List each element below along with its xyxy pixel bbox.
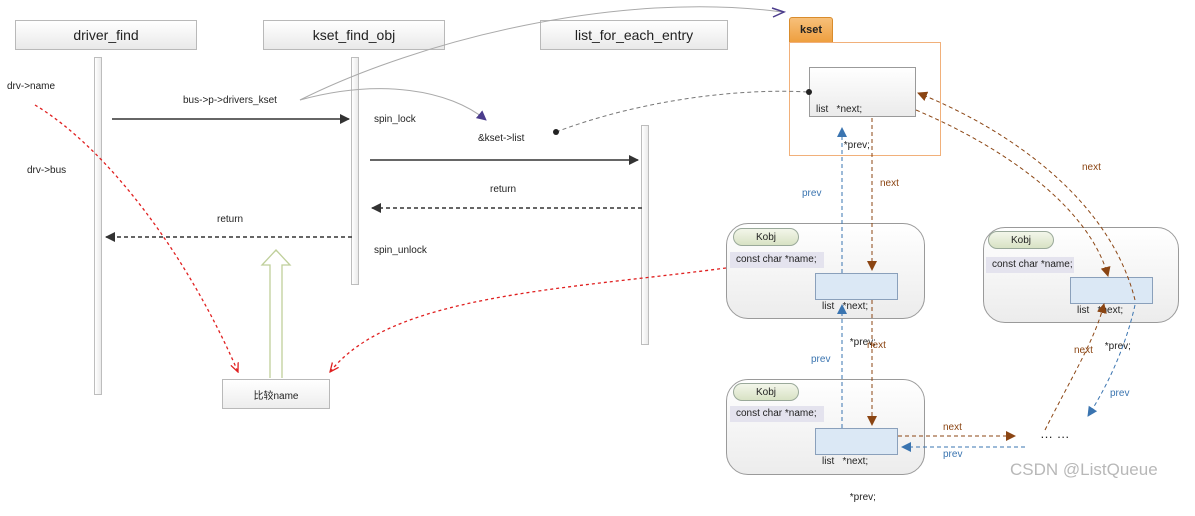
curve-bus-drivers-kset-to-kset-list	[299, 88, 487, 121]
kobj-name-field-1: const char *name;	[730, 252, 824, 268]
label-return-1: return	[490, 184, 517, 195]
kset-list-prev: *prev;	[816, 140, 870, 151]
kobj-tag-2: Kobj	[988, 231, 1054, 249]
kset-list-dot	[553, 129, 559, 135]
label-return-2: return	[217, 214, 244, 225]
label-bus-drivers-kset: bus->p->drivers_kset	[183, 95, 277, 106]
lifeline-bar-kset-find-obj	[351, 57, 359, 285]
kobj-tag-3: Kobj	[733, 383, 799, 401]
kset-list-next: list *next;	[816, 104, 863, 115]
lifeline-header-driver-find: driver_find	[15, 20, 197, 50]
next-arrow-more-to-kobj2	[1044, 303, 1107, 431]
label-drv-bus: drv->bus	[27, 165, 67, 176]
curve-kset-list-to-list-box	[555, 90, 809, 133]
label-spin-lock: spin_lock	[374, 114, 416, 125]
label-spin-unlock: spin_unlock	[374, 245, 427, 256]
prev-arrow-kobj2-to-more	[1087, 304, 1136, 417]
more-nodes-ellipsis: … …	[1040, 426, 1070, 441]
kobj-list-next-1: list *next;	[822, 301, 869, 312]
curve-bus-drivers-kset-to-kset	[299, 6, 783, 101]
lifeline-bar-list-for-each-entry	[641, 125, 649, 345]
next-arrow-kset-to-kobj2	[915, 109, 1111, 277]
lifeline-header-kset-find-obj: kset_find_obj	[263, 20, 445, 50]
kobj-tag-1: Kobj	[733, 228, 799, 246]
arrow-kobj-name-to-compare	[330, 267, 727, 372]
kset-list-box: list *next; *prev;	[809, 67, 916, 151]
kobj-list-box-2: list *next; *prev;	[1070, 277, 1153, 352]
kobj-list-prev-3: *prev;	[822, 492, 876, 503]
hollow-arrow-compare-to-return	[260, 249, 292, 378]
link-label-next-3: next	[943, 422, 962, 433]
kobj-name-field-2: const char *name;	[986, 257, 1074, 273]
kobj-list-next-3: list *next;	[822, 456, 869, 467]
link-label-prev-4: prev	[1110, 388, 1130, 399]
kobj-list-next-2: list *next;	[1077, 305, 1124, 316]
lifeline-header-list-for-each-entry: list_for_each_entry	[540, 20, 728, 50]
connector-layer	[34, 6, 1136, 452]
prev-arrow-more-to-kset	[917, 91, 1136, 301]
label-drv-name: drv->name	[7, 81, 56, 92]
lifeline-bar-driver-find	[94, 57, 102, 395]
kset-list-box-dot	[806, 89, 812, 95]
link-label-next-4: next	[1082, 162, 1101, 173]
link-label-next-2: next	[867, 340, 886, 351]
kobj-name-field-3: const char *name;	[730, 406, 824, 422]
kobj-list-prev-1: *prev;	[822, 337, 876, 348]
link-label-next-1: next	[880, 178, 899, 189]
watermark: CSDN @ListQueue	[1010, 460, 1158, 479]
compare-name-box: 比较name	[222, 379, 330, 409]
kobj-list-prev-2: *prev;	[1077, 341, 1131, 352]
kobj-list-box-1: list *next; *prev;	[815, 273, 898, 348]
link-label-next-5: next	[1074, 345, 1093, 356]
label-kset-list: &kset->list	[478, 133, 525, 144]
link-label-prev-3: prev	[943, 449, 963, 460]
link-label-prev-2: prev	[811, 354, 831, 365]
link-label-prev-1: prev	[802, 188, 822, 199]
kset-tab: kset	[789, 17, 833, 43]
arrow-drv-name-to-compare	[34, 104, 238, 372]
